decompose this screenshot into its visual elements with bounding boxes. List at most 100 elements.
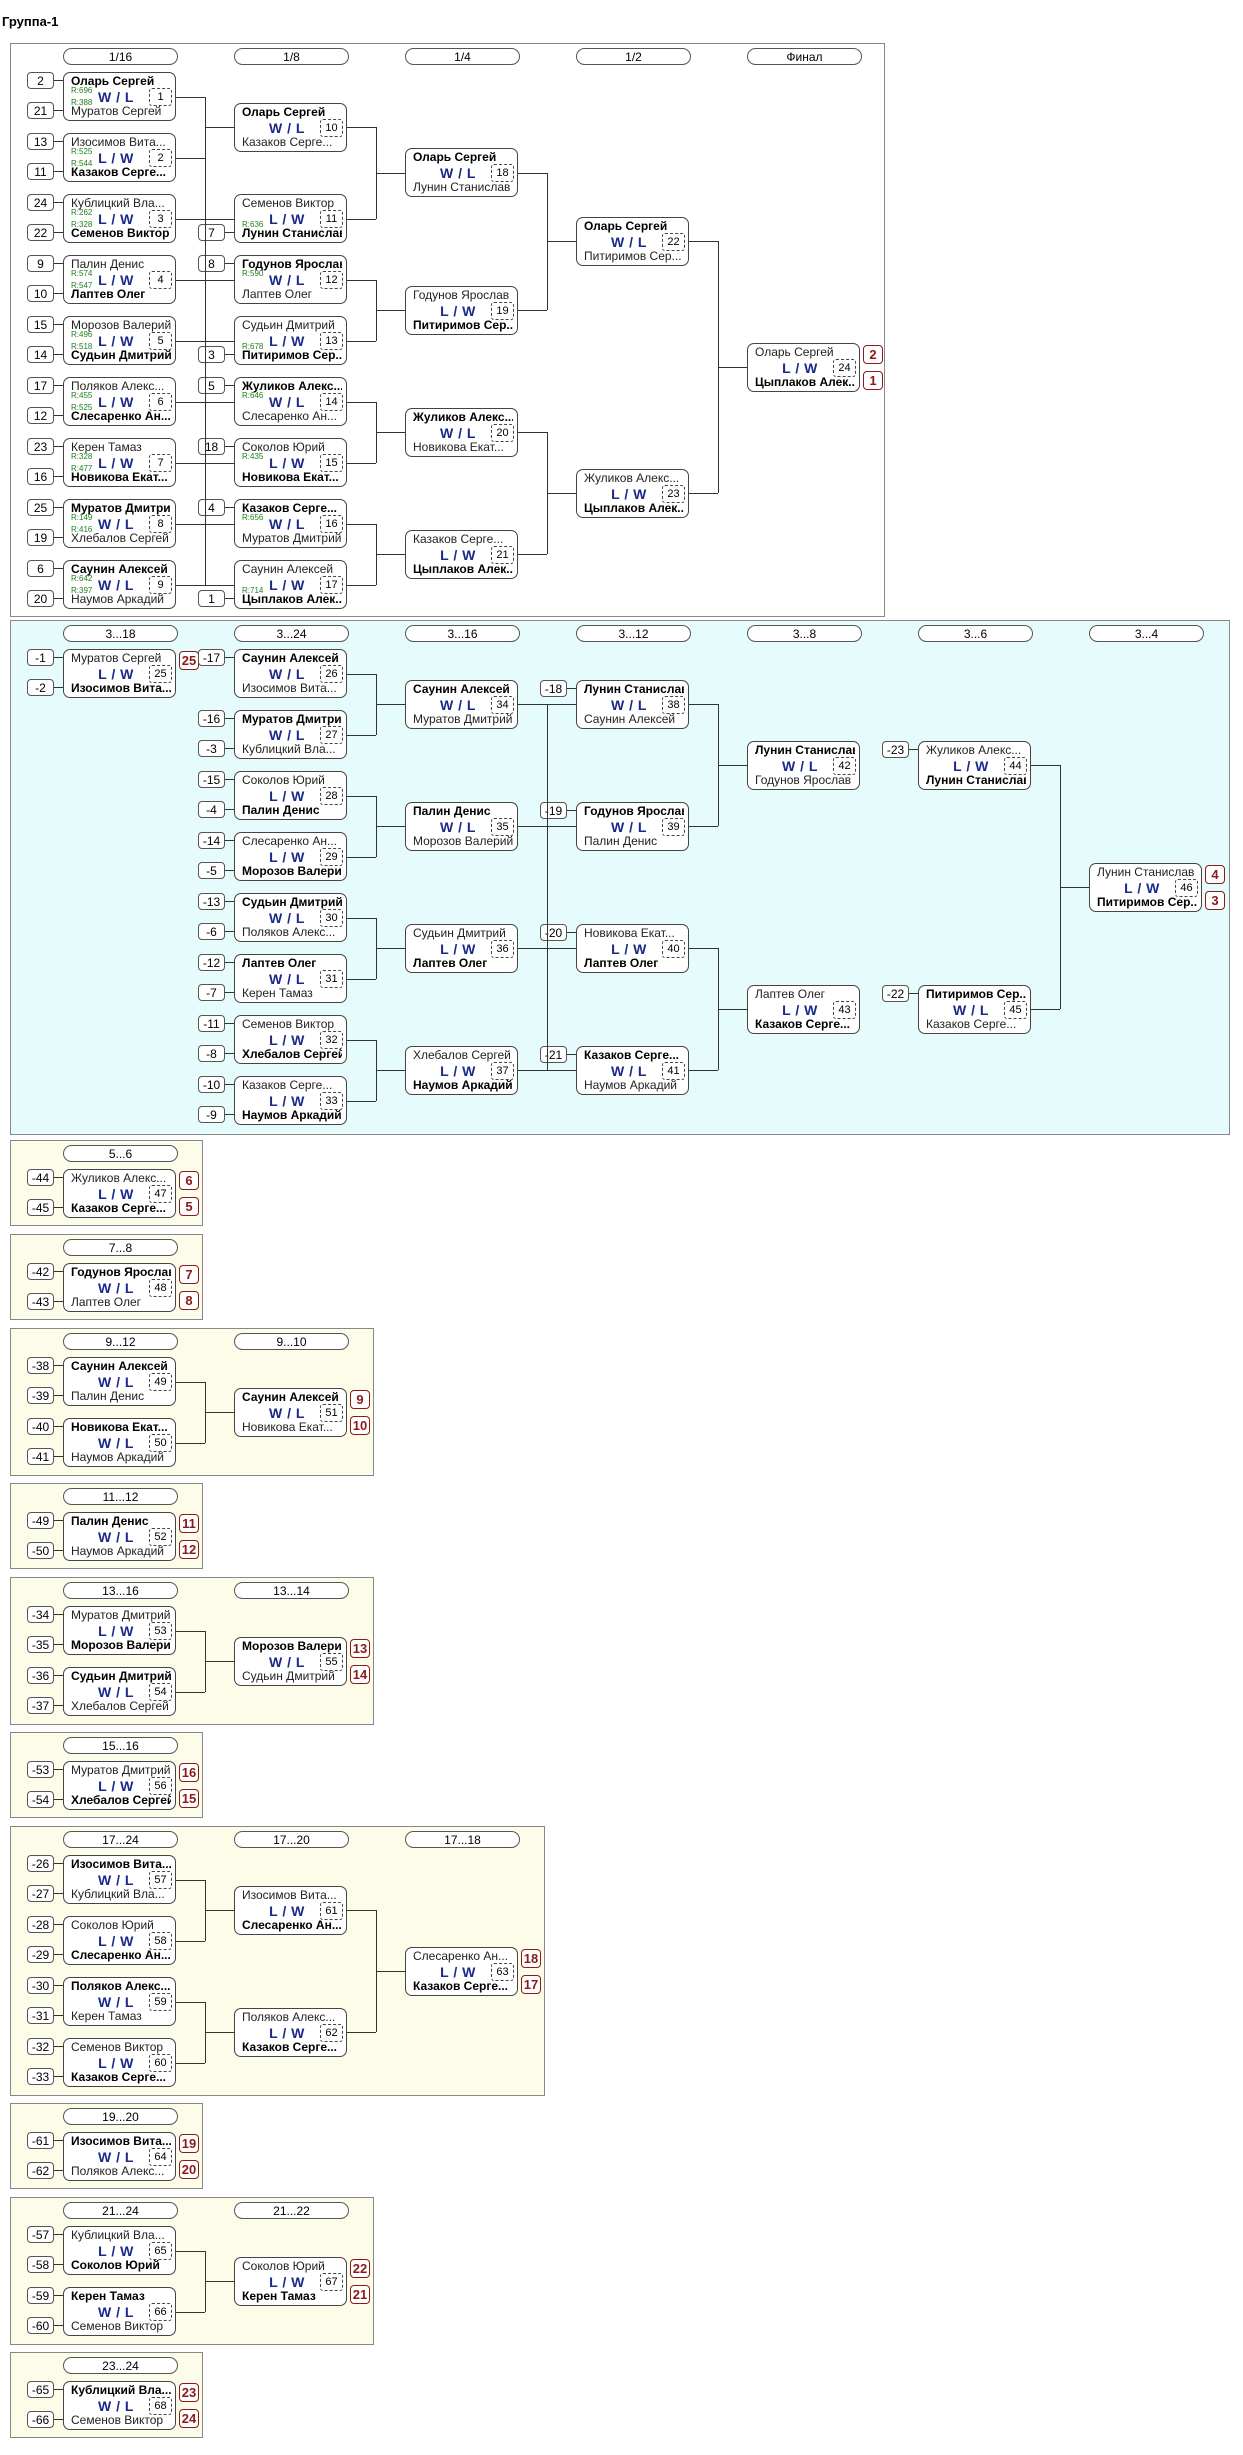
player-name: Саунин Алексей <box>584 711 676 726</box>
connector-line <box>176 1879 205 1881</box>
winner-name: Цыплаков Алек... <box>755 374 855 389</box>
winner-name: Лунин Станислав <box>926 772 1026 787</box>
round-header: 1/4 <box>405 48 520 65</box>
match-number: 63 <box>491 1962 514 1981</box>
seed-box: -5 <box>198 862 225 879</box>
match-number: 58 <box>149 1932 172 1950</box>
connector-line <box>54 263 63 264</box>
connector-line <box>347 401 376 403</box>
seed-box: -39 <box>27 1387 54 1404</box>
match-number: 56 <box>149 1777 172 1795</box>
winner-name: Новикова Екат... <box>71 1420 168 1434</box>
player-name: Наумов Аркадий <box>71 592 164 606</box>
round-header: 11...12 <box>63 1488 178 1505</box>
player-rating: R:496 <box>71 330 93 339</box>
seed-box: 16 <box>27 468 54 485</box>
match-number: 5 <box>149 332 172 350</box>
connector-line <box>54 2046 63 2047</box>
player-rating: R:416 <box>71 525 93 534</box>
connector-line <box>54 1614 63 1615</box>
match-number: 26 <box>320 665 343 683</box>
seed-box: -49 <box>27 1512 54 1529</box>
player-name: Судьин Дмитрий <box>242 318 335 332</box>
connector-line <box>718 1009 747 1010</box>
match-number: 16 <box>320 515 343 533</box>
seed-box: -17 <box>198 649 225 666</box>
player-name: Слесаренко Ан... <box>413 1948 509 1963</box>
place-badge: 10 <box>350 1415 370 1435</box>
round-header: 3...8 <box>747 625 862 642</box>
winner-name: Соколов Юрий <box>71 2258 160 2272</box>
